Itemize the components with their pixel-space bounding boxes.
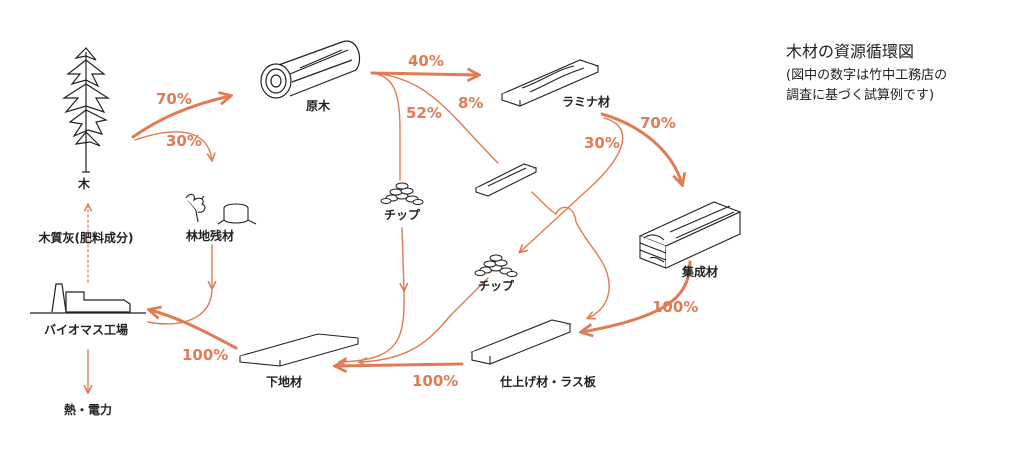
flow-lamina-to-glulam xyxy=(600,112,682,184)
note-line-1: (図中の数字は竹中工務店の xyxy=(786,68,948,83)
flow-log-to-lamina xyxy=(370,73,478,75)
pct-subfloor-to-biomass: 100% xyxy=(182,346,228,364)
pct-finish-to-subfloor: 100% xyxy=(412,372,458,390)
chips-icon-2 xyxy=(474,254,518,277)
pct-glulam-to-finish: 100% xyxy=(652,298,698,316)
node-subfloor: 下地材 xyxy=(266,374,302,389)
log-icon xyxy=(260,40,361,99)
flow-strip-to-finish xyxy=(531,191,610,318)
pct-log-to-finish: 8% xyxy=(458,94,483,112)
flow-log-to-chip xyxy=(371,72,401,181)
flow-glulam-to-finish xyxy=(582,260,692,332)
flow-log-to-finish xyxy=(371,72,499,164)
strip-icon xyxy=(474,163,538,197)
node-chip-1: チップ xyxy=(384,207,421,222)
pct-tree-to-log: 70% xyxy=(156,90,192,108)
diagram-note: (図中の数字は竹中工務店の 調査に基づく試算例です) xyxy=(786,66,947,106)
flow-chip1-to-subfloor xyxy=(340,289,405,362)
forest-residue-icon xyxy=(185,193,257,225)
pct-tree-to-residue: 30% xyxy=(166,132,202,150)
node-wood-ash: 木質灰(肥料成分) xyxy=(38,230,134,245)
flow-finish-to-subfloor xyxy=(336,364,464,366)
node-log: 原木 xyxy=(306,98,331,113)
flow-chip2-to-subfloor xyxy=(360,277,489,362)
pct-log-to-lamina: 40% xyxy=(408,52,444,70)
note-line-2: 調査に基づく試算例です) xyxy=(786,88,935,103)
pct-lamina-to-glulam: 70% xyxy=(640,114,676,132)
flow-chip1-down xyxy=(402,227,404,290)
subfloor-icon xyxy=(239,333,359,367)
node-lamina: ラミナ材 xyxy=(562,94,610,109)
node-finish: 仕上げ材・ラス板 xyxy=(499,374,597,389)
node-forest-residue: 林地残材 xyxy=(186,228,234,243)
flow-subfloor-to-biomass xyxy=(150,310,238,350)
flow-tree-to-residue xyxy=(134,131,212,160)
biomass-plant-icon xyxy=(30,283,146,314)
node-chip-2: チップ xyxy=(478,278,515,293)
chips-icon-1 xyxy=(380,182,424,205)
lamina-icon xyxy=(500,59,600,107)
flow-residue-to-biomass xyxy=(147,287,213,325)
node-tree: 木 xyxy=(77,176,91,191)
pct-log-to-chip: 52% xyxy=(406,104,442,122)
tree-icon xyxy=(61,47,111,173)
node-biomass-plant: バイオマス工場 xyxy=(44,322,128,337)
node-heat-power: 熱・電力 xyxy=(64,402,112,417)
flow-tree-to-log xyxy=(131,96,230,139)
glulam-icon xyxy=(638,201,742,269)
diagram-title: 木材の資源循環図 xyxy=(786,42,915,61)
finish-board-icon xyxy=(470,319,572,365)
node-glulam: 集成材 xyxy=(681,264,718,279)
pct-lamina-to-subfloor: 30% xyxy=(584,134,620,152)
flow-lamina-to-subfloor xyxy=(520,117,624,252)
